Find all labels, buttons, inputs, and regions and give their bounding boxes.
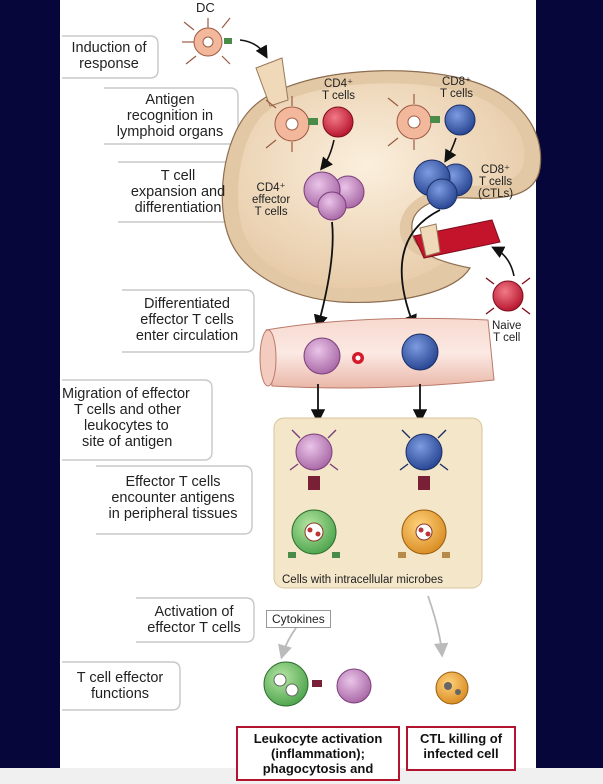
killed-infected-cell xyxy=(435,671,469,705)
cd4-effector-in-tissue xyxy=(289,429,339,490)
activated-macrophage xyxy=(263,661,372,707)
bracket-4 xyxy=(122,289,255,353)
outcome-leukocyte-activation: Leukocyte activation(inflammation);phago… xyxy=(236,726,400,781)
circulation-vessel xyxy=(259,317,495,389)
label-cytokines: Cytokines xyxy=(266,610,331,628)
cd8-effector-in-tissue xyxy=(399,429,449,490)
cd8-effector-cluster xyxy=(413,159,473,210)
label-cd8-ctl: CD8⁺T cells(CTLs) xyxy=(478,164,514,200)
dc-cd8-pair xyxy=(387,94,476,150)
infected-macrophage xyxy=(288,509,340,558)
label-cd4-top: CD4⁺T cells xyxy=(322,78,356,102)
bracket-5 xyxy=(62,379,213,461)
cd4-effector-cluster xyxy=(303,171,365,221)
label-microbes: Cells with intracellular microbes xyxy=(282,574,444,586)
infected-cell xyxy=(398,509,450,558)
afferent-lymphatic xyxy=(255,57,289,107)
dc-cd4-pair xyxy=(265,96,354,152)
naive-t-cell xyxy=(485,277,531,315)
dendritic-cell xyxy=(182,17,232,65)
bracket-1 xyxy=(62,35,159,79)
bracket-6 xyxy=(96,465,253,535)
label-dc: DC xyxy=(196,0,215,15)
bracket-7 xyxy=(136,597,255,643)
bracket-8 xyxy=(62,661,181,711)
label-cd8-top: CD8⁺T cells xyxy=(440,76,474,100)
